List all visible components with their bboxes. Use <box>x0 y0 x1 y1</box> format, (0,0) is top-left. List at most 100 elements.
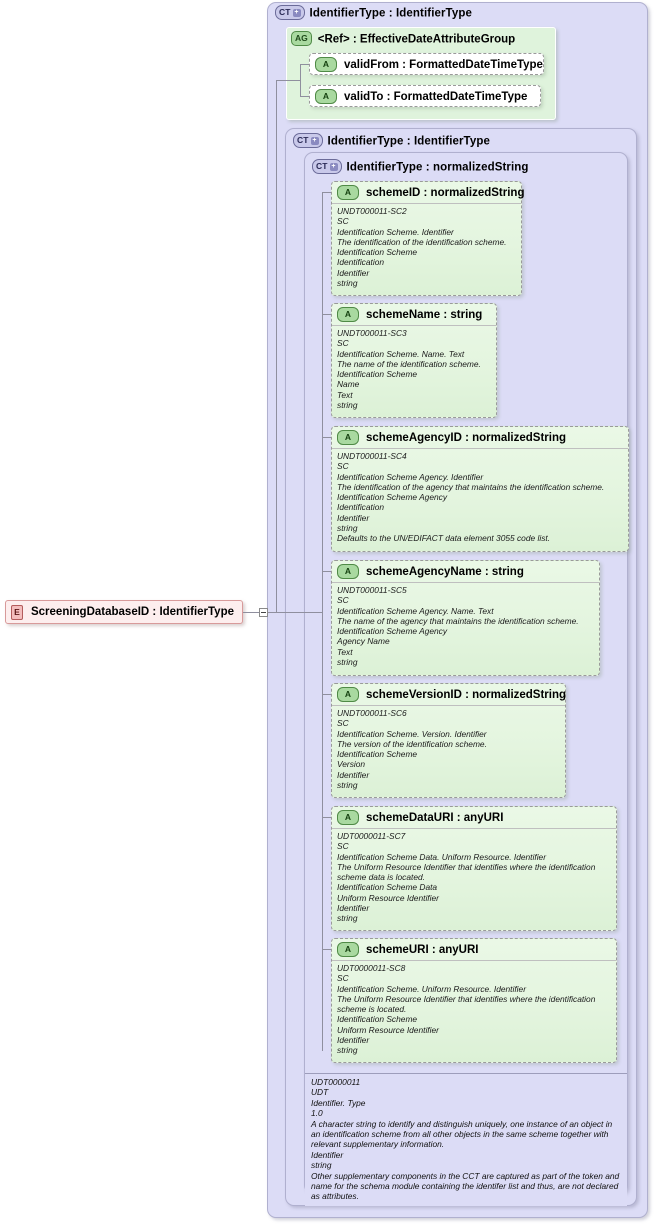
doc-line: UDT <box>311 1087 329 1098</box>
doc-line: SC <box>337 216 349 227</box>
doc-line: Identification Scheme Agency. Name. Text <box>337 605 494 616</box>
a-badge-icon: A <box>337 430 359 445</box>
attribute-documentation-schemeversionid: UNDT000011-SC6 SC Identification Scheme.… <box>332 705 565 794</box>
doc-line: string <box>337 1045 358 1056</box>
doc-line: UNDT000011-SC2 <box>337 206 407 216</box>
connector-attr-schemename <box>322 314 331 315</box>
a-badge-icon: A <box>337 942 359 957</box>
attribute-label-schemeagencyname: schemeAgencyName : string <box>366 565 524 578</box>
doc-line: Text <box>337 646 353 657</box>
doc-line: Identification Scheme <box>337 247 418 258</box>
doc-line: 1.0 <box>311 1108 323 1119</box>
doc-line: Identifier <box>337 903 370 914</box>
doc-line: The Uniform Resource Identifier that ide… <box>337 993 596 1015</box>
doc-line: Identification Scheme <box>337 369 418 380</box>
doc-line: Version <box>337 759 366 770</box>
doc-line: The identification of the agency that ma… <box>337 481 605 492</box>
connector-ag-vertical <box>300 64 301 97</box>
attribute-label-schemeagencyid: schemeAgencyID : normalizedString <box>366 431 567 444</box>
doc-line: A character string to identify and disti… <box>311 1118 613 1150</box>
complex-type-title-middle: CT+IdentifierType : IdentifierType <box>293 133 490 149</box>
ct-badge-icon: CT+ <box>312 159 342 174</box>
doc-line: Identification Scheme. Identifier <box>337 226 454 237</box>
doc-line: The identification of the identification… <box>337 236 507 247</box>
root-element-node[interactable]: E ScreeningDatabaseID : IdentifierType <box>5 600 243 624</box>
attribute-box-schemename[interactable]: A schemeName : string UNDT000011-SC3 SC … <box>331 303 497 418</box>
doc-line: UDT0000011-SC8 <box>337 963 406 973</box>
connector-ag-stem <box>276 80 300 81</box>
doc-line: SC <box>337 595 349 606</box>
doc-line: Identification Scheme. Version. Identifi… <box>337 728 487 739</box>
doc-line: Name <box>337 379 360 390</box>
doc-line: string <box>337 278 358 289</box>
attribute-box-schemeagencyid[interactable]: A schemeAgencyID : normalizedString UNDT… <box>331 426 629 552</box>
a-badge-icon: A <box>337 307 359 322</box>
doc-line: Identification Scheme Data. Uniform Reso… <box>337 851 547 862</box>
attribute-box-schemedatauri[interactable]: A schemeDataURI : anyURI UDT0000011-SC7 … <box>331 806 617 931</box>
connector-outer-spine <box>276 80 277 612</box>
attribute-label-validto: validTo : FormattedDateTimeType <box>344 90 528 103</box>
attribute-documentation-schemeagencyname: UNDT000011-SC5 SC Identification Scheme … <box>332 582 599 671</box>
attribute-label-schemedatauri: schemeDataURI : anyURI <box>366 811 504 824</box>
doc-line: Identifier <box>337 769 370 780</box>
complex-type-label-outer: IdentifierType : IdentifierType <box>309 7 472 20</box>
doc-line: Identification Scheme Agency <box>337 626 448 637</box>
attribute-box-validto[interactable]: A validTo : FormattedDateTimeType <box>309 85 541 107</box>
connector-ag-validto <box>300 96 309 97</box>
a-badge-icon: A <box>337 810 359 825</box>
a-badge-icon: A <box>315 57 337 72</box>
attribute-box-schemeid[interactable]: A schemeID : normalizedString UNDT000011… <box>331 181 525 296</box>
doc-line: The name of the agency that maintains th… <box>337 615 579 626</box>
attribute-documentation-schemename: UNDT000011-SC3 SC Identification Scheme.… <box>332 325 496 414</box>
connector-attr-schemeversionid <box>322 694 331 695</box>
complex-type-title-outer: CT+IdentifierType : IdentifierType <box>275 5 472 21</box>
attribute-label-schemeuri: schemeURI : anyURI <box>366 943 479 956</box>
doc-line: string <box>311 1160 332 1171</box>
a-badge-icon: A <box>315 89 337 104</box>
root-element-label: ScreeningDatabaseID : IdentifierType <box>30 606 234 618</box>
doc-line: Identification Scheme. Uniform Resource.… <box>337 983 526 994</box>
attribute-box-validfrom[interactable]: A validFrom : FormattedDateTimeType <box>309 53 544 75</box>
attribute-box-schemeversionid[interactable]: A schemeVersionID : normalizedString UND… <box>331 683 566 798</box>
doc-line: string <box>337 780 358 791</box>
connector-ag-validfrom <box>300 64 309 65</box>
doc-line: Identification <box>337 257 385 268</box>
ag-badge-icon: AG <box>291 31 312 46</box>
attribute-box-schemeagencyname[interactable]: A schemeAgencyName : string UNDT000011-S… <box>331 560 600 676</box>
doc-line: string <box>337 400 358 411</box>
doc-line: Identification Scheme. Name. Text <box>337 348 465 359</box>
e-badge-icon: E <box>11 604 23 620</box>
attribute-box-schemeuri[interactable]: A schemeURI : anyURI UDT0000011-SC8 SC I… <box>331 938 617 1063</box>
doc-line: The name of the identification scheme. <box>337 358 481 369</box>
a-badge-icon: A <box>337 185 359 200</box>
attribute-label-schemeversionid: schemeVersionID : normalizedString <box>366 688 567 701</box>
connector-attr-schemeuri <box>322 949 331 950</box>
doc-line: string <box>337 523 358 534</box>
doc-line: SC <box>337 461 349 472</box>
attribute-label-schemename: schemeName : string <box>366 308 483 321</box>
doc-line: Identification Scheme <box>337 1014 418 1025</box>
attribute-header-schemeversionid: A schemeVersionID : normalizedString <box>332 684 567 705</box>
attribute-header-schemeid: A schemeID : normalizedString <box>332 182 525 203</box>
doc-line: UNDT000011-SC3 <box>337 328 407 338</box>
complex-type-label-middle: IdentifierType : IdentifierType <box>327 135 490 148</box>
attribute-label-schemeid: schemeID : normalizedString <box>366 186 525 199</box>
attribute-documentation-schemedatauri: UDT0000011-SC7 SC Identification Scheme … <box>332 828 616 928</box>
attribute-documentation-schemeuri: UDT0000011-SC8 SC Identification Scheme.… <box>332 960 616 1060</box>
collapse-expander-icon[interactable] <box>259 608 268 617</box>
complex-type-label-inner: IdentifierType : normalizedString <box>346 161 529 174</box>
attribute-group-header[interactable]: AG<Ref> : EffectiveDateAttributeGroup <box>291 31 515 47</box>
doc-line: UDT0000011 <box>311 1077 361 1087</box>
complex-type-title-inner: CT+ IdentifierType : normalizedString <box>312 159 529 175</box>
attribute-header-validto: A validTo : FormattedDateTimeType <box>310 86 540 107</box>
connector-middle-ct-node <box>295 612 296 613</box>
attribute-header-schemedatauri: A schemeDataURI : anyURI <box>332 807 616 828</box>
attribute-header-validfrom: A validFrom : FormattedDateTimeType <box>310 54 543 75</box>
a-badge-icon: A <box>337 564 359 579</box>
connector-attributes-spine <box>322 192 323 1051</box>
connector-attr-schemeagencyid <box>322 437 331 438</box>
doc-line: Text <box>337 389 353 400</box>
doc-line: Identifier <box>337 1035 370 1046</box>
connector-inner-ct-stem <box>295 612 322 613</box>
